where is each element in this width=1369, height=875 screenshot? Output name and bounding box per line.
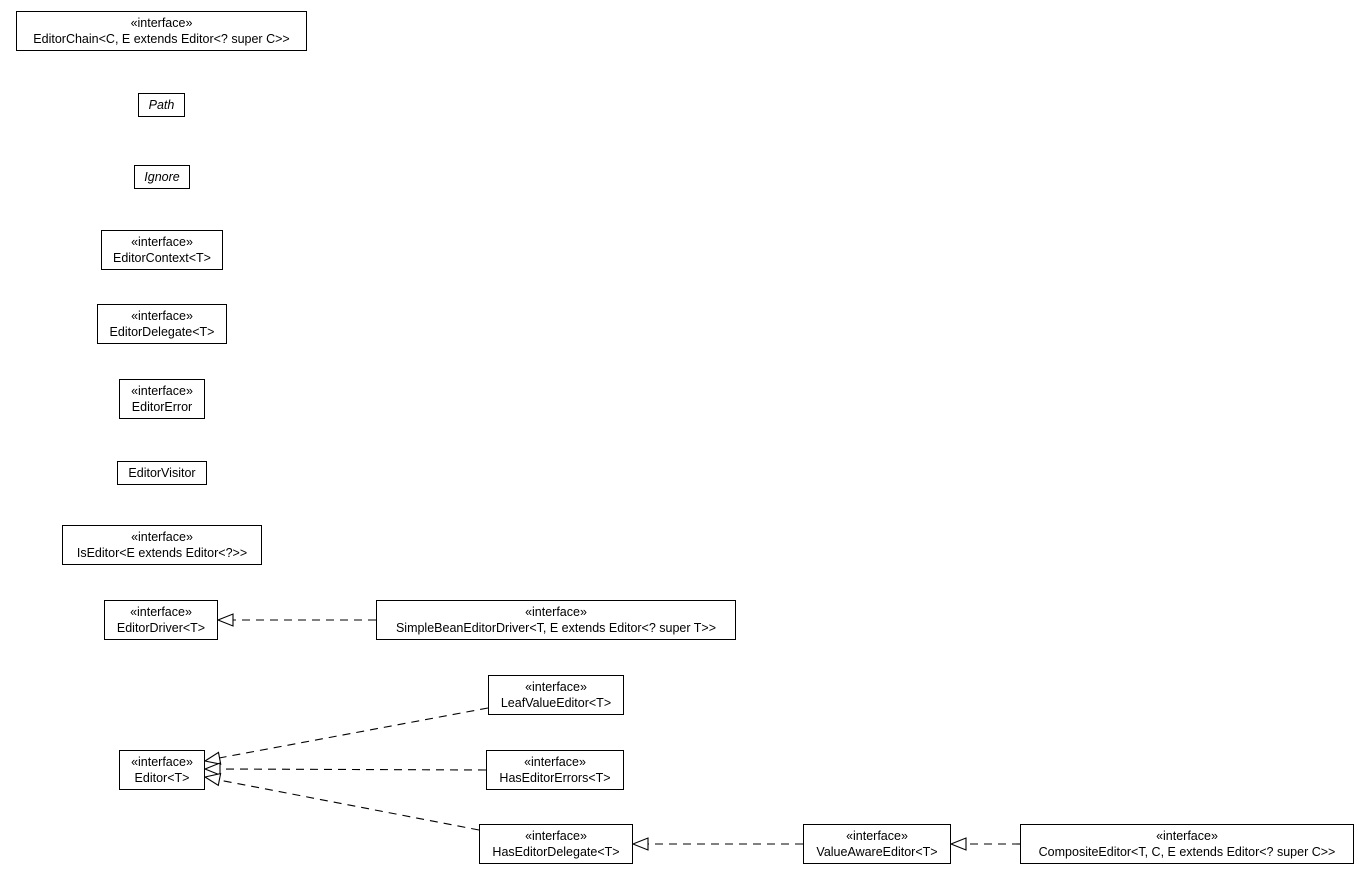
class-name: EditorVisitor <box>128 466 196 480</box>
stereotype-label: «interface» <box>131 530 193 544</box>
stereotype-label: «interface» <box>524 755 586 769</box>
class-name: EditorDriver<T> <box>116 621 206 635</box>
class-node-is-editor[interactable]: «interface» IsEditor<E extends Editor<?>… <box>62 525 262 565</box>
class-node-editor-context[interactable]: «interface» EditorContext<T> <box>101 230 223 270</box>
stereotype-label: «interface» <box>131 755 193 769</box>
edge-has-editor-delegate-to-editor <box>203 772 480 831</box>
class-node-has-editor-errors[interactable]: «interface» HasEditorErrors<T> <box>486 750 624 790</box>
class-node-editor-error[interactable]: «interface» EditorError <box>119 379 205 419</box>
class-node-composite-editor[interactable]: «interface» CompositeEditor<T, C, E exte… <box>1020 824 1354 864</box>
stereotype-label: «interface» <box>131 309 193 323</box>
class-node-editor-driver[interactable]: «interface» EditorDriver<T> <box>104 600 218 640</box>
class-name: Ignore <box>144 170 180 184</box>
class-name: LeafValueEditor<T> <box>500 696 612 710</box>
class-name: SimpleBeanEditorDriver<T, E extends Edit… <box>395 621 717 635</box>
class-name: CompositeEditor<T, C, E extends Editor<?… <box>1038 845 1336 859</box>
edge-composite-editor-to-value-aware-editor <box>949 837 1020 851</box>
class-name: Path <box>148 98 175 112</box>
stereotype-label: «interface» <box>525 829 587 843</box>
class-name: EditorError <box>131 400 193 414</box>
class-name: HasEditorDelegate<T> <box>492 845 620 859</box>
edge-simple-bean-editor-driver-to-editor-driver <box>216 613 376 627</box>
edge-leaf-value-editor-to-editor <box>203 707 489 765</box>
class-name: EditorChain<C, E extends Editor<? super … <box>33 32 290 46</box>
stereotype-label: «interface» <box>1156 829 1218 843</box>
class-node-ignore[interactable]: Ignore <box>134 165 190 189</box>
edge-has-editor-errors-to-editor <box>203 762 487 776</box>
class-name: ValueAwareEditor<T> <box>816 845 938 859</box>
stereotype-label: «interface» <box>130 605 192 619</box>
class-node-editor-visitor[interactable]: EditorVisitor <box>117 461 207 485</box>
class-name: Editor<T> <box>134 771 190 785</box>
class-node-editor-delegate[interactable]: «interface» EditorDelegate<T> <box>97 304 227 344</box>
class-node-editor-chain[interactable]: «interface» EditorChain<C, E extends Edi… <box>16 11 307 51</box>
stereotype-label: «interface» <box>525 680 587 694</box>
stereotype-label: «interface» <box>846 829 908 843</box>
stereotype-label: «interface» <box>525 605 587 619</box>
class-node-has-editor-delegate[interactable]: «interface» HasEditorDelegate<T> <box>479 824 633 864</box>
class-node-editor[interactable]: «interface» Editor<T> <box>119 750 205 790</box>
class-name: HasEditorErrors<T> <box>499 771 611 785</box>
stereotype-label: «interface» <box>131 235 193 249</box>
stereotype-label: «interface» <box>131 384 193 398</box>
class-node-value-aware-editor[interactable]: «interface» ValueAwareEditor<T> <box>803 824 951 864</box>
class-node-simple-bean-editor-driver[interactable]: «interface» SimpleBeanEditorDriver<T, E … <box>376 600 736 640</box>
class-node-path[interactable]: Path <box>138 93 185 117</box>
edge-value-aware-editor-to-has-editor-delegate <box>631 837 803 851</box>
class-name: IsEditor<E extends Editor<?>> <box>76 546 248 560</box>
class-node-leaf-value-editor[interactable]: «interface» LeafValueEditor<T> <box>488 675 624 715</box>
class-name: EditorDelegate<T> <box>109 325 215 339</box>
stereotype-label: «interface» <box>130 16 193 30</box>
class-name: EditorContext<T> <box>113 251 211 265</box>
